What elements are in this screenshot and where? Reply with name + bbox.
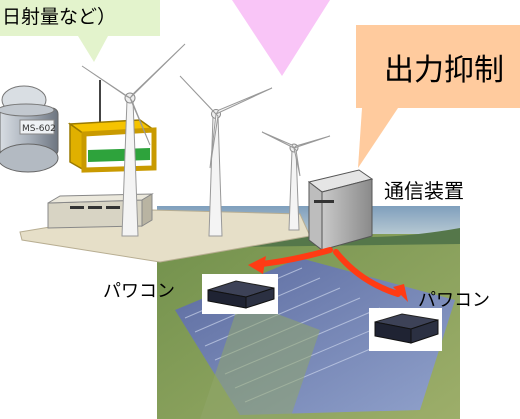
callout-pointer-green (78, 36, 108, 62)
pcs-right-label: パワコン (418, 290, 490, 311)
callout-pointer-pink (232, 0, 330, 76)
svg-text:MS-602: MS-602 (22, 124, 56, 134)
communication-box-icon (307, 169, 374, 252)
wind-turbine-icon (81, 43, 186, 237)
power-conditioner-icon (369, 308, 442, 351)
callout-irradiance (0, 0, 160, 36)
irradiance-label: 日射量など） (2, 6, 117, 28)
wind-turbine-icon (261, 131, 331, 231)
callout-pointer-orange (358, 108, 398, 168)
sensor-frame (67, 119, 157, 173)
arrowhead-left (248, 256, 266, 274)
power-conditioner-icon (202, 274, 278, 314)
communication-device-label: 通信装置 (384, 179, 464, 203)
callout-output-control (356, 25, 520, 108)
pyranometer-sensor-icon: MS-602 (0, 85, 59, 173)
arrowhead-right (393, 284, 408, 302)
output-control-label: 出力抑制 (384, 53, 504, 88)
pcs-left-label: パワコン (103, 281, 175, 302)
control-arrows (259, 247, 401, 297)
wind-turbine-icon (179, 75, 273, 237)
